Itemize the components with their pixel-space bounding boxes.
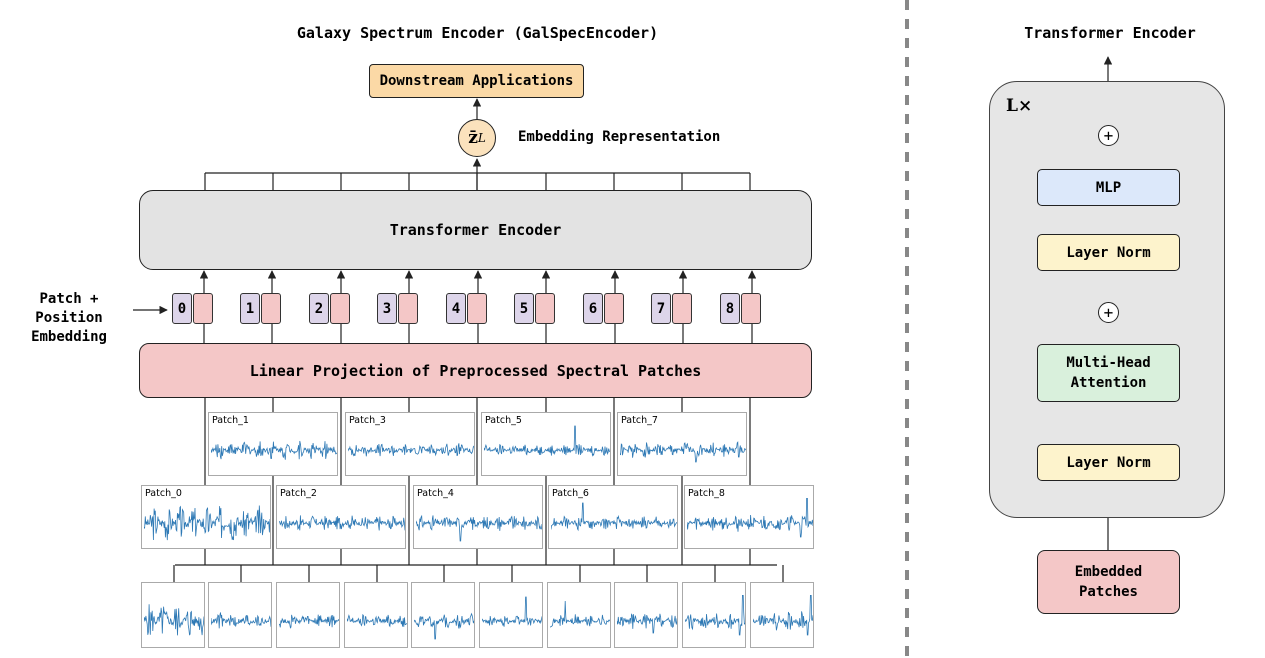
embedded-patches-box: Embedded Patches: [1037, 550, 1180, 614]
patch-panel-6: Patch_6: [548, 485, 678, 549]
patch-panel-4: Patch_4: [413, 485, 543, 549]
full-spectrum-segment-2: [276, 582, 340, 648]
patch-panel-4-spectrum-trace: [416, 514, 542, 542]
patch-panel-1-label: Patch_1: [212, 415, 249, 426]
full-spectrum-segment-9: [750, 582, 814, 648]
patch-panel-2-spectrum-trace: [279, 515, 405, 531]
patch-panel-7: Patch_7: [617, 412, 747, 476]
token-index-8: 8: [720, 293, 740, 324]
residual-add-top: +: [1098, 125, 1119, 146]
patch-panel-1: Patch_1: [208, 412, 338, 476]
patch-panel-4-label: Patch_4: [417, 488, 454, 499]
full-spectrum-segment-4-spectrum-trace: [414, 612, 474, 640]
token-embedding-7: [672, 293, 692, 324]
left-title: Galaxy Spectrum Encoder (GalSpecEncoder): [296, 24, 659, 42]
full-spectrum-segment-5: [479, 582, 543, 648]
token-embedding-5: [535, 293, 555, 324]
patch-panel-8-spectrum-trace: [687, 498, 813, 538]
layer-norm-bottom-box: Layer Norm: [1037, 444, 1180, 481]
downstream-applications-box: Downstream Applications: [369, 64, 584, 98]
token-index-2: 2: [309, 293, 329, 324]
full-spectrum-segment-1-spectrum-trace: [211, 612, 271, 629]
full-spectrum-segment-8-spectrum-trace: [685, 595, 745, 636]
patch-panel-7-spectrum-trace: [620, 441, 746, 463]
full-spectrum-segment-6: [547, 582, 611, 648]
token-index-1: 1: [240, 293, 260, 324]
zl-subscript: L: [477, 131, 486, 145]
patch-panel-7-label: Patch_7: [621, 415, 658, 426]
patch-panel-0-label: Patch_0: [145, 488, 182, 499]
patch-panel-5-label: Patch_5: [485, 415, 522, 426]
full-spectrum-segment-8: [682, 582, 746, 648]
zl-base: z̄: [468, 128, 478, 148]
linear-projection-block: Linear Projection of Preprocessed Spectr…: [139, 343, 812, 398]
patch-position-embedding-label: Patch + Position Embedding: [31, 291, 107, 345]
full-spectrum-segment-9-spectrum-trace: [753, 595, 813, 636]
token-index-4: 4: [446, 293, 466, 324]
patch-panel-8: Patch_8: [684, 485, 814, 549]
patch-panel-1-spectrum-trace: [211, 440, 337, 460]
token-embedding-3: [398, 293, 418, 324]
patch-panel-3-label: Patch_3: [349, 415, 386, 426]
layer-norm-top-box: Layer Norm: [1037, 234, 1180, 271]
token-embedding-2: [330, 293, 350, 324]
token-embedding-1: [261, 293, 281, 324]
patch-panel-0-spectrum-trace: [144, 505, 270, 541]
full-spectrum-segment-1: [208, 582, 272, 648]
patch-panel-0: Patch_0: [141, 485, 271, 549]
token-index-5: 5: [514, 293, 534, 324]
patch-panel-2-label: Patch_2: [280, 488, 317, 499]
token-index-3: 3: [377, 293, 397, 324]
patch-panel-5-spectrum-trace: [484, 425, 610, 457]
full-spectrum-segment-4: [411, 582, 475, 648]
full-spectrum-segment-7: [614, 582, 678, 648]
token-index-6: 6: [583, 293, 603, 324]
residual-add-bottom: +: [1098, 302, 1119, 323]
full-spectrum-segment-3: [344, 582, 408, 648]
token-embedding-8: [741, 293, 761, 324]
right-title: Transformer Encoder: [1024, 24, 1196, 42]
layer-repeat-label: L×: [1006, 96, 1033, 116]
transformer-encoder-block: Transformer Encoder: [139, 190, 812, 270]
mlp-box: MLP: [1037, 169, 1180, 206]
token-index-0: 0: [172, 293, 192, 324]
full-spectrum-segment-3-spectrum-trace: [347, 613, 407, 628]
patch-panel-3: Patch_3: [345, 412, 475, 476]
full-spectrum-segment-2-spectrum-trace: [279, 614, 339, 629]
full-spectrum-segment-0: [141, 582, 205, 648]
patch-panel-5: Patch_5: [481, 412, 611, 476]
patch-panel-3-spectrum-trace: [348, 443, 474, 457]
full-spectrum-segment-6-spectrum-trace: [550, 600, 610, 628]
multi-head-attention-box: Multi-Head Attention: [1037, 344, 1180, 402]
patch-panel-8-label: Patch_8: [688, 488, 725, 499]
token-index-7: 7: [651, 293, 671, 324]
embedding-representation-label: Embedding Representation: [518, 129, 721, 145]
full-spectrum-segment-5-spectrum-trace: [482, 596, 542, 627]
token-embedding-0: [193, 293, 213, 324]
embedding-zl-node: z̄L: [458, 119, 496, 157]
full-spectrum-segment-7-spectrum-trace: [617, 613, 677, 634]
patch-panel-6-spectrum-trace: [551, 502, 677, 532]
patch-panel-6-label: Patch_6: [552, 488, 589, 499]
token-embedding-4: [467, 293, 487, 324]
full-spectrum-segment-0-spectrum-trace: [144, 604, 204, 636]
token-embedding-6: [604, 293, 624, 324]
patch-panel-2: Patch_2: [276, 485, 406, 549]
